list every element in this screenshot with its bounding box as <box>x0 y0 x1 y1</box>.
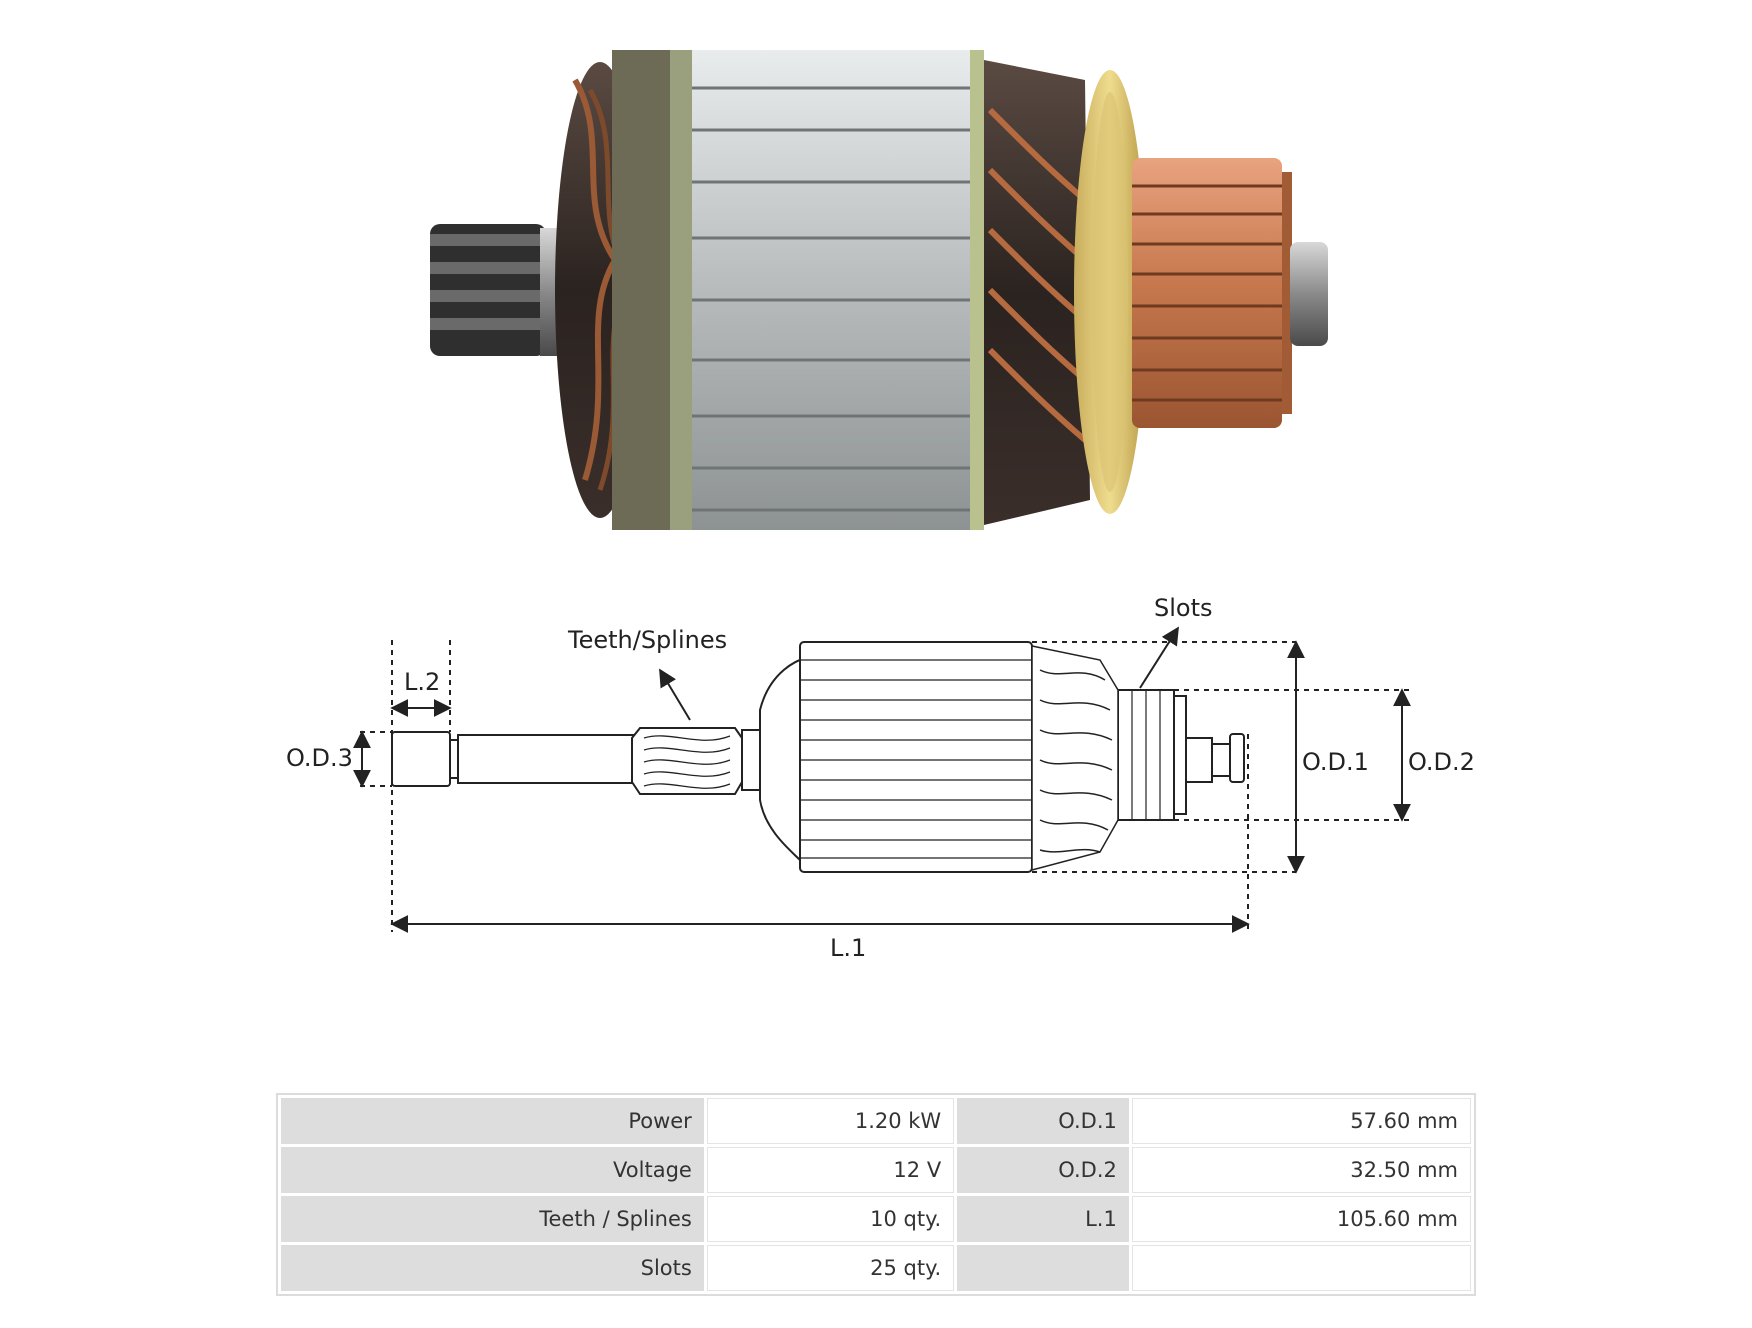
slots-label: Slots <box>1154 594 1213 622</box>
table-row: Voltage 12 V O.D.2 32.50 mm <box>281 1147 1471 1193</box>
spec-label-l1: L.1 <box>957 1196 1129 1242</box>
od1-label: O.D.1 <box>1302 748 1369 776</box>
spec-value-voltage: 12 V <box>706 1147 955 1193</box>
spec-value-teeth-splines: 10 qty. <box>706 1196 955 1242</box>
l1-label: L.1 <box>830 934 866 962</box>
core-outline <box>799 641 1033 873</box>
end-stub-outline <box>1185 737 1213 783</box>
armature-photo <box>430 50 1328 530</box>
table-row: Slots 25 qty. <box>281 1245 1471 1291</box>
spec-value-l1: 105.60 mm <box>1131 1196 1471 1242</box>
table-row: Teeth / Splines 10 qty. L.1 105.60 mm <box>281 1196 1471 1242</box>
spec-label-empty <box>957 1245 1129 1291</box>
teeth-splines-leader <box>659 668 691 721</box>
armature-core <box>612 50 984 530</box>
spec-label-voltage: Voltage <box>281 1147 704 1193</box>
specs-table: Power 1.20 kW O.D.1 57.60 mm Voltage 12 … <box>276 1093 1476 1296</box>
commutator <box>1132 158 1292 428</box>
spec-value-od1: 57.60 mm <box>1131 1098 1471 1144</box>
pinion-outline <box>391 731 451 787</box>
dimension-drawing: Teeth/Splines Slots L.2 O.D.3 O.D.1 O.D.… <box>286 594 1475 962</box>
shaft-outline <box>457 734 639 784</box>
spec-label-power: Power <box>281 1098 704 1144</box>
right-windings <box>984 60 1090 525</box>
od3-label: O.D.3 <box>286 744 353 772</box>
pinion-gear <box>430 224 562 356</box>
spec-value-empty <box>1131 1245 1471 1291</box>
splines-outline <box>631 727 743 795</box>
od2-label: O.D.2 <box>1408 748 1475 776</box>
spec-value-od2: 32.50 mm <box>1131 1147 1471 1193</box>
l2-label: L.2 <box>404 668 440 696</box>
spec-label-od1: O.D.1 <box>957 1098 1129 1144</box>
spec-label-od2: O.D.2 <box>957 1147 1129 1193</box>
table-row: Power 1.20 kW O.D.1 57.60 mm <box>281 1098 1471 1144</box>
teeth-splines-label: Teeth/Splines <box>567 626 727 654</box>
insulator-ring <box>1074 70 1146 514</box>
rear-shaft <box>1290 242 1328 346</box>
spec-label-slots: Slots <box>281 1245 704 1291</box>
slots-leader <box>1139 626 1179 689</box>
spec-value-power: 1.20 kW <box>706 1098 955 1144</box>
spec-label-teeth-splines: Teeth / Splines <box>281 1196 704 1242</box>
spec-value-slots: 25 qty. <box>706 1245 955 1291</box>
